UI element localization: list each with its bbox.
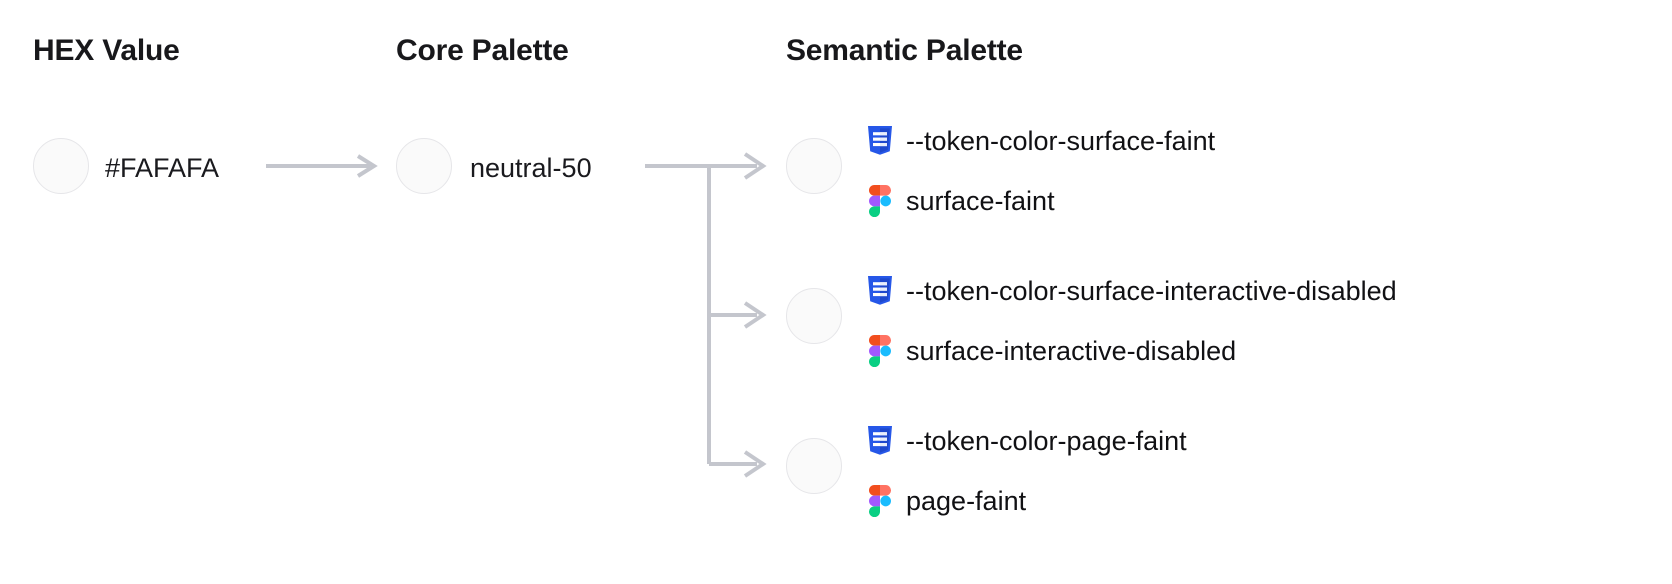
color-swatch-semantic-surface-faint bbox=[786, 138, 842, 194]
css-token-name: --token-color-surface-faint bbox=[906, 125, 1216, 156]
color-swatch-core bbox=[396, 138, 452, 194]
css-token-name: --token-color-surface-interactive-disabl… bbox=[906, 275, 1397, 306]
figma-icon bbox=[866, 485, 894, 517]
hex-value-label: #FAFAFA bbox=[105, 153, 220, 183]
core-palette-value-label: neutral-50 bbox=[470, 153, 592, 183]
column-header-hex-value: HEX Value bbox=[33, 34, 180, 67]
arrow-tree-core-to-semantic bbox=[645, 140, 775, 480]
css3-icon bbox=[866, 276, 894, 306]
css-token-line: --token-color-surface-faint bbox=[866, 118, 1215, 164]
figma-token-line: page-faint bbox=[866, 478, 1187, 524]
color-swatch-hex bbox=[33, 138, 89, 194]
figma-token-name: surface-faint bbox=[906, 185, 1055, 216]
figma-token-name: surface-interactive-disabled bbox=[906, 335, 1237, 366]
css3-icon bbox=[866, 426, 894, 456]
semantic-token-group: --token-color-page-faint page-faint bbox=[866, 418, 1187, 524]
css3-icon bbox=[866, 126, 894, 156]
css-token-line: --token-color-surface-interactive-disabl… bbox=[866, 268, 1397, 314]
figma-token-name: page-faint bbox=[906, 485, 1027, 516]
figma-icon bbox=[866, 335, 894, 367]
semantic-token-group: --token-color-surface-interactive-disabl… bbox=[866, 268, 1397, 374]
arrow-hex-to-core bbox=[266, 154, 378, 178]
css-token-line: --token-color-page-faint bbox=[866, 418, 1187, 464]
css-token-name: --token-color-page-faint bbox=[906, 425, 1187, 456]
color-swatch-semantic-surface-interactive-disabled bbox=[786, 288, 842, 344]
column-header-semantic-palette: Semantic Palette bbox=[786, 34, 1023, 67]
figma-token-line: surface-interactive-disabled bbox=[866, 328, 1397, 374]
semantic-token-group: --token-color-surface-faint surface-fain… bbox=[866, 118, 1215, 224]
color-swatch-semantic-page-faint bbox=[786, 438, 842, 494]
figma-icon bbox=[866, 185, 894, 217]
column-header-core-palette: Core Palette bbox=[396, 34, 569, 67]
figma-token-line: surface-faint bbox=[866, 178, 1215, 224]
